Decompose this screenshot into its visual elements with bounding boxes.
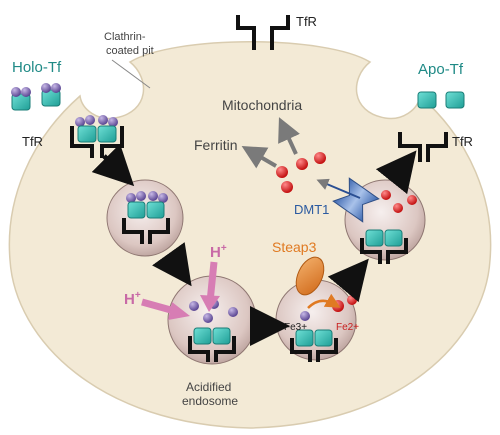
proton-arrow-left xyxy=(141,298,190,320)
steap3-label: Steap3 xyxy=(272,239,317,255)
apo-tf-molecules xyxy=(417,91,465,109)
clathrin-label: Clathrin- coated pit xyxy=(104,31,154,57)
cytosolic-iron xyxy=(276,152,326,193)
dmt1-label: DMT1 xyxy=(294,202,329,217)
acidified-endosome-label: Acidified endosome xyxy=(182,380,238,408)
steap3-protein xyxy=(295,256,325,296)
fe2-label: Fe2+ xyxy=(336,322,359,333)
proton-arrow-top xyxy=(200,261,220,312)
tfr-receptor-top xyxy=(236,15,290,50)
endosome-1 xyxy=(106,179,184,257)
endosome-acidified xyxy=(167,275,257,365)
cell-membrane xyxy=(8,41,492,429)
arrow-export-to-surface xyxy=(375,150,417,195)
fe3-label: Fe3+ xyxy=(284,322,307,333)
arrow-pit-to-endosome1 xyxy=(91,143,135,187)
tfr-label-right: TfR xyxy=(452,134,473,149)
arrow-endosome1-to-acidified xyxy=(152,242,192,287)
h-plus-top: H+ xyxy=(210,243,227,261)
tfr-receptor-right xyxy=(398,132,448,162)
tfr-label-left: TfR xyxy=(22,134,43,149)
tfr-label-top: TfR xyxy=(296,14,317,29)
arrow-to-ferritin xyxy=(241,145,278,169)
clathrin-pointer xyxy=(111,59,151,89)
dmt1-export-arrow xyxy=(316,178,361,199)
ferritin-label: Ferritin xyxy=(194,137,238,153)
mitochondria-label: Mitochondria xyxy=(222,97,302,113)
cycle-arrows xyxy=(91,143,417,346)
arrow-to-mitochondria xyxy=(278,117,300,155)
arrow-reduction-to-export xyxy=(327,258,369,303)
reduction-arrow xyxy=(307,293,341,309)
holo-tf-label: Holo-Tf xyxy=(12,59,62,76)
dmt1-transporter xyxy=(332,177,380,223)
h-plus-left: H+ xyxy=(124,290,141,308)
holo-tf-molecules xyxy=(11,83,61,111)
apo-tf-label: Apo-Tf xyxy=(418,61,464,78)
